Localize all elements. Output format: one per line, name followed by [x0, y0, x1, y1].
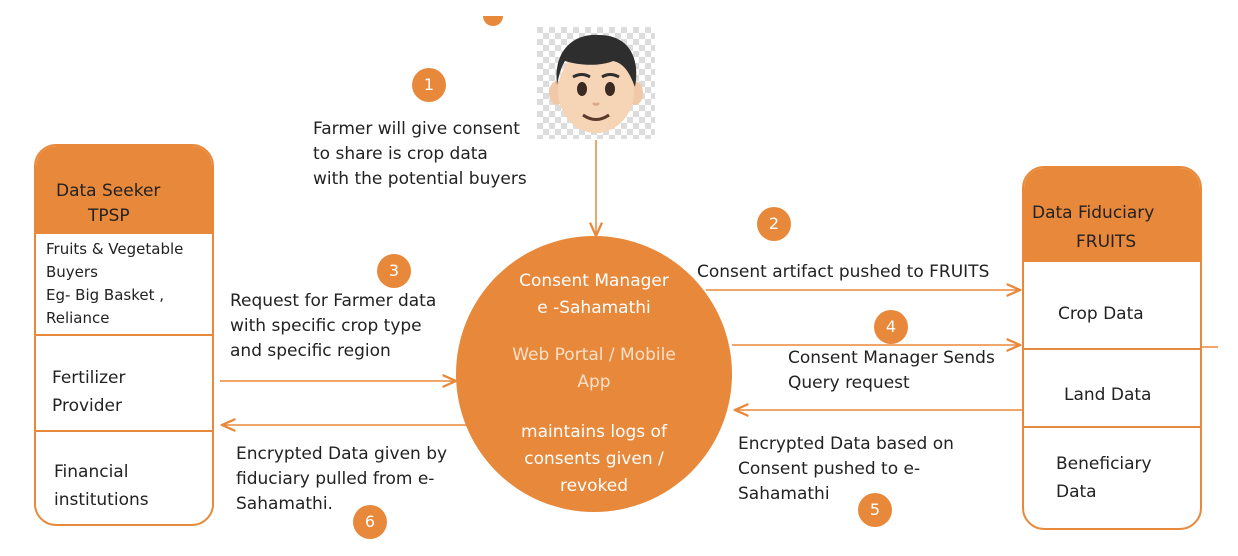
buyers-section: Fruits & Vegetable Buyers Eg- Big Basket… — [46, 238, 183, 330]
step-4-line: Query request — [788, 373, 910, 393]
farmer-avatar-icon — [537, 27, 655, 139]
step-3-line: and specific region — [230, 341, 391, 361]
data-fiduciary-subtitle: FRUITS — [1076, 232, 1137, 252]
step-6-badge: 6 — [353, 505, 387, 539]
financial-line: Financial — [54, 462, 129, 482]
seeker-divider — [36, 430, 212, 432]
step-2-text: Consent artifact pushed to FRUITS — [697, 262, 990, 282]
step-5-text: Encrypted Data based on Consent pushed t… — [738, 432, 954, 507]
step-3-line: with specific crop type — [230, 316, 422, 336]
step-3-line: Request for Farmer data — [230, 291, 437, 311]
farmer-text-line: with the potential buyers — [313, 169, 527, 189]
data-fiduciary-title: Data Fiduciary — [1032, 203, 1155, 223]
cm-subtitle: e -Sahamathi — [537, 298, 651, 318]
farmer-text-line: to share is crop data — [313, 144, 488, 164]
data-seeker-subtitle: TPSP — [88, 206, 130, 226]
data-seeker-header: Data Seeker TPSP — [36, 146, 212, 234]
step-6-line: Sahamathi. — [236, 494, 333, 514]
cm-logs-line: consents given / — [524, 449, 664, 469]
land-data-label: Land Data — [1064, 385, 1152, 405]
cm-logs-line: maintains logs of — [521, 422, 667, 442]
financial-label: Financial institutions — [54, 458, 149, 514]
buyers-line: Eg- Big Basket , — [46, 286, 165, 304]
step-5-line: Sahamathi — [738, 484, 830, 504]
top-partial-circle — [483, 16, 503, 26]
step-5-line: Consent pushed to e- — [738, 459, 921, 479]
crop-data-label: Crop Data — [1058, 304, 1144, 324]
data-fiduciary-header: Data Fiduciary FRUITS — [1024, 168, 1200, 262]
beneficiary-label: Beneficiary Data — [1056, 450, 1152, 506]
step-5-badge: 5 — [858, 493, 892, 527]
cm-title: Consent Manager — [519, 271, 669, 291]
farmer-text-line: Farmer will give consent — [313, 119, 520, 139]
farmer-consent-text: Farmer will give consent to share is cro… — [313, 117, 527, 192]
buyers-line: Fruits & Vegetable — [46, 240, 184, 258]
data-fiduciary-box: Data Fiduciary FRUITS Crop Data Land Dat… — [1022, 166, 1202, 530]
step-2-badge: 2 — [757, 207, 791, 241]
fertilizer-line: Provider — [52, 396, 122, 416]
step-3-badge: 3 — [377, 254, 411, 288]
consent-manager-circle: Consent Manager e -Sahamathi Web Portal … — [456, 236, 732, 512]
step-4-text: Consent Manager Sends Query request — [788, 346, 995, 396]
beneficiary-line: Beneficiary — [1056, 454, 1152, 474]
step-6-text: Encrypted Data given by fiduciary pulled… — [236, 442, 447, 517]
step-3-text: Request for Farmer data with specific cr… — [230, 289, 436, 364]
step-6-line: fiduciary pulled from e- — [236, 469, 435, 489]
fertilizer-label: Fertilizer Provider — [52, 364, 126, 420]
cm-portal-line: Web Portal / Mobile — [512, 345, 676, 365]
data-seeker-title: Data Seeker — [56, 181, 161, 201]
step-1-badge: 1 — [412, 68, 446, 102]
financial-line: institutions — [54, 490, 149, 510]
step-6-line: Encrypted Data given by — [236, 444, 448, 464]
seeker-divider — [36, 334, 212, 336]
step-4-badge: 4 — [874, 310, 908, 344]
cm-logs-line: revoked — [559, 476, 629, 496]
data-seeker-box: Data Seeker TPSP Fruits & Vegetable Buye… — [34, 144, 214, 526]
step-4-line: Consent Manager Sends — [788, 348, 995, 368]
step-5-line: Encrypted Data based on — [738, 434, 954, 454]
fiduciary-divider — [1024, 348, 1200, 350]
cm-portal-line: App — [577, 372, 611, 392]
buyers-line: Reliance — [46, 309, 110, 327]
fertilizer-line: Fertilizer — [52, 368, 126, 388]
buyers-line: Buyers — [46, 263, 98, 281]
fiduciary-divider — [1024, 426, 1200, 428]
beneficiary-line: Data — [1056, 482, 1097, 502]
